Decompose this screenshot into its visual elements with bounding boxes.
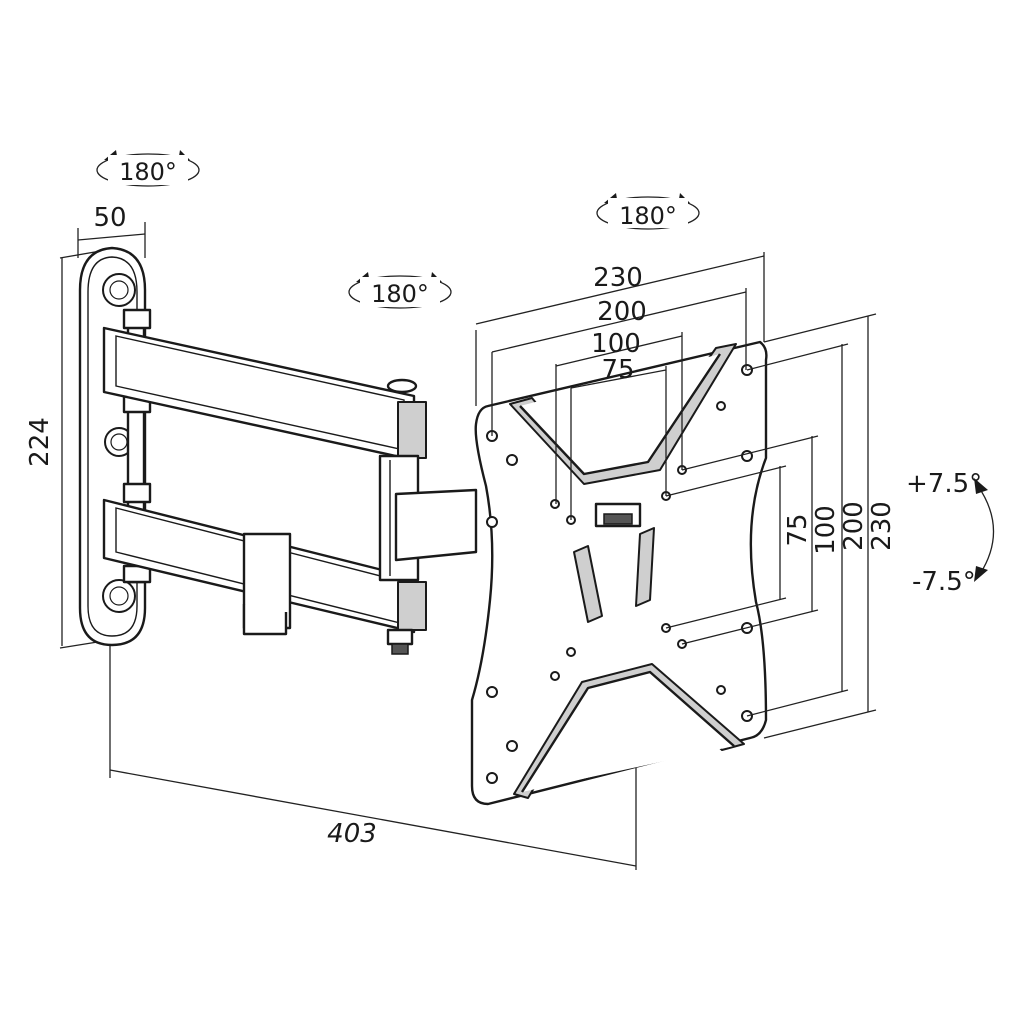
rotation-label-wall-plate: 180° <box>119 158 177 186</box>
dimension-wall-plate-depth: 50 <box>77 203 146 258</box>
dimension-label-50: 50 <box>93 203 126 233</box>
dimension-label-100-vertical: 100 <box>811 505 841 555</box>
rotation-arm-joint: 180° <box>348 272 452 309</box>
tv-mounting-plate <box>470 340 768 806</box>
dimension-label-75-horizontal: 75 <box>601 355 634 385</box>
dimension-extension: 403 <box>109 640 637 870</box>
dimension-label-403: 403 <box>327 819 377 849</box>
tv-plate-connector <box>394 488 478 562</box>
rotation-label-tv-plate: 180° <box>619 202 677 230</box>
rotation-label-arm-joint: 180° <box>371 280 429 308</box>
tilt-indicator: +7.5° -7.5° <box>906 469 995 597</box>
dimension-plate-vertical: 75 100 200 230 <box>665 313 897 739</box>
lower-arm <box>102 498 427 655</box>
dimension-label-200-horizontal: 200 <box>597 297 647 327</box>
upper-arm <box>102 326 427 462</box>
dimension-label-75-vertical: 75 <box>783 513 813 546</box>
tilt-down-label: -7.5° <box>912 567 976 597</box>
dimension-label-224: 224 <box>25 417 55 467</box>
dimension-label-230-vertical: 230 <box>867 501 897 551</box>
dimension-label-200-vertical: 200 <box>839 501 869 551</box>
tilt-up-label: +7.5° <box>906 469 982 499</box>
dimension-label-230-horizontal: 230 <box>593 263 643 293</box>
tilt-arrow-down-icon <box>974 566 988 582</box>
tilt-arrow-up-icon <box>974 478 988 494</box>
dimension-plate-horizontal: 230 200 100 75 <box>475 252 765 520</box>
rotation-wall-plate: 180° <box>96 150 200 187</box>
dimension-label-100-horizontal: 100 <box>591 329 641 359</box>
rotation-tv-plate: 180° <box>596 193 700 230</box>
